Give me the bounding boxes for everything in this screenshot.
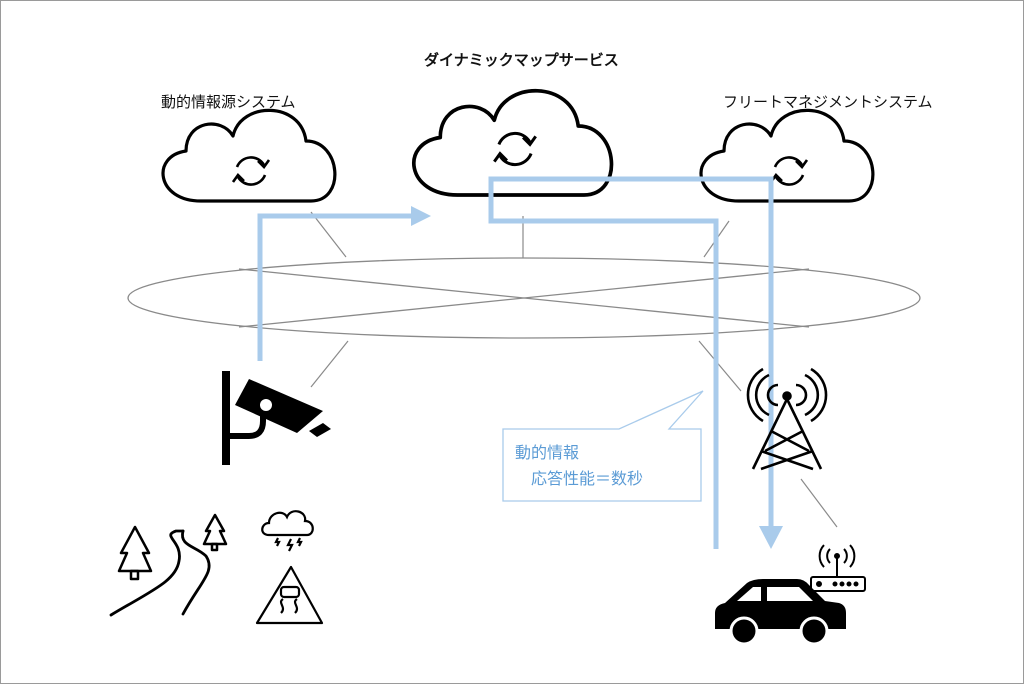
callout-line-1: 動的情報 — [515, 443, 580, 462]
cloud-sync-icon-source — [161, 108, 337, 203]
wifi-router-icon — [810, 544, 866, 592]
thunder-cloud-icon — [261, 510, 314, 552]
winding-road-icon — [109, 529, 211, 617]
car-icon — [715, 579, 846, 646]
source-system-label: 動的情報源システム — [161, 93, 296, 111]
dynamic-map-service-title: ダイナミックマップサービス — [424, 51, 619, 69]
callout-line-2: 応答性能＝数秒 — [531, 469, 644, 488]
fleet-system-label: フリートマネジメントシステム — [723, 93, 933, 111]
callout-bubble — [502, 390, 704, 502]
pine-tree-icon — [117, 525, 153, 581]
flow-arrow-source-to-map — [257, 206, 431, 361]
cloud-sync-icon-fleet — [699, 108, 875, 203]
antenna-tower-icon — [746, 367, 828, 471]
flow-arrow-map-to-fleet-to-vehicle — [488, 176, 783, 549]
pine-tree-icon — [202, 513, 228, 552]
cctv-camera-icon — [222, 371, 331, 465]
slippery-road-sign-icon — [255, 565, 324, 625]
